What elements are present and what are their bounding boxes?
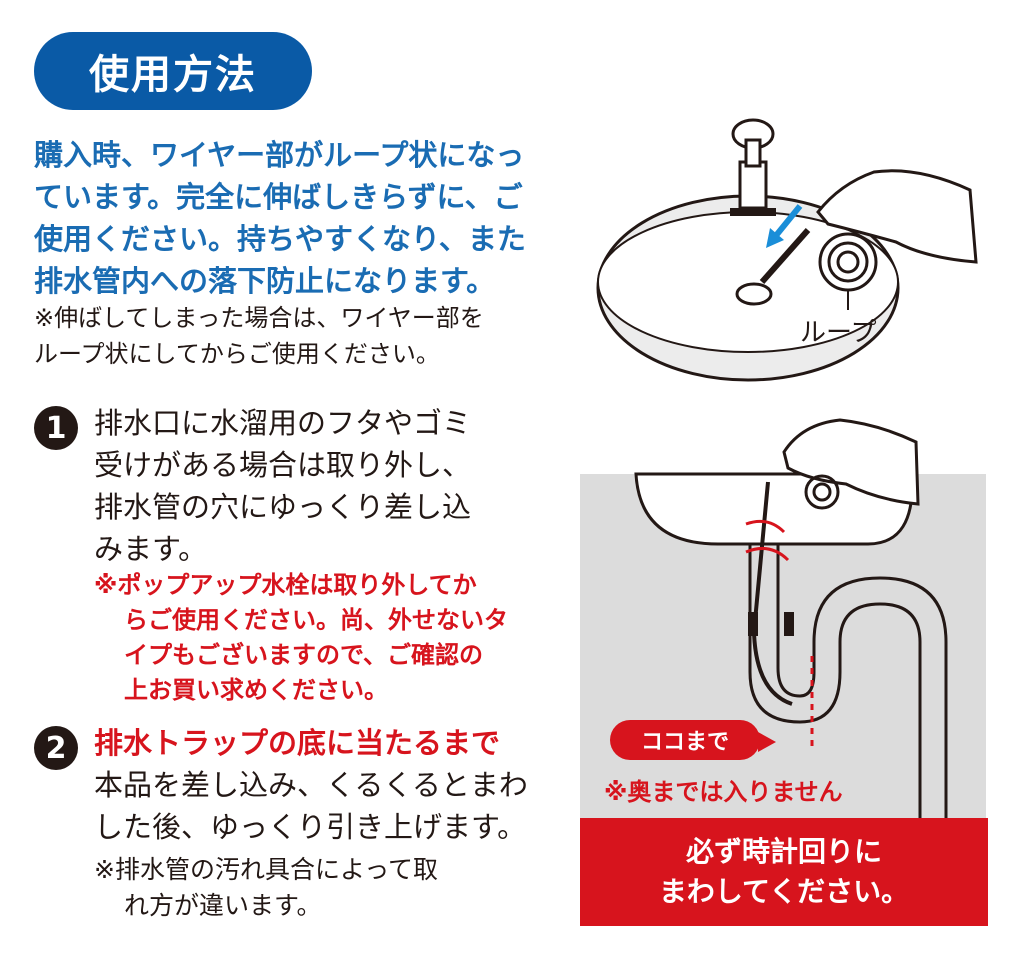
step-2-number: 2 — [34, 726, 78, 770]
step-2-line: した後、ゆっくり引き上げます。 — [94, 810, 527, 844]
intro-line: 購入時、ワイヤー部がループ状になっ — [34, 138, 525, 172]
warning-line: 上お買い求めください。 — [124, 676, 388, 704]
usage-illustration — [580, 118, 986, 924]
banner-line: 必ず時計回りに — [685, 835, 882, 868]
step-2-note: ※排水管の汚れ具合によって取 れ方が違います。 — [94, 852, 438, 924]
intro-line: ています。完全に伸ばしきらずに、ご — [34, 180, 523, 214]
warning-line: らご使用ください。尚、外せないタ — [124, 606, 508, 634]
step-1-number: 1 — [34, 406, 78, 450]
step-1-text: 排水口に水溜用のフタやゴミ 受けがある場合は取り外し、 排水管の穴にゆっくり差し… — [94, 402, 471, 570]
intro-line: 排水管内への落下防止になります。 — [34, 264, 496, 298]
step-1-line: 排水管の穴にゆっくり差し込 — [94, 490, 472, 524]
step-2-note-line: れ方が違います。 — [124, 891, 322, 920]
warning-line: ※ポップアップ水栓は取り外してか — [94, 571, 477, 599]
sink-illustration — [596, 118, 978, 382]
step-1-line: 受けがある場合は取り外し、 — [94, 448, 472, 482]
warning-line: イプもございますので、ご確認の — [124, 641, 484, 669]
step-1-warning: ※ポップアップ水栓は取り外してか らご使用ください。尚、外せないタ イプもござい… — [94, 568, 508, 708]
callout-badge: ココまで — [610, 720, 760, 760]
intro-text: 購入時、ワイヤー部がループ状になっ ています。完全に伸ばしきらずに、ご 使用くだ… — [34, 134, 554, 302]
step-2-note-line: ※排水管の汚れ具合によって取 — [94, 855, 438, 884]
banner-line: まわしてください。 — [658, 875, 910, 908]
step-1-line: みます。 — [94, 532, 208, 566]
note-line: ※伸ばしてしまった場合は、ワイヤー部を — [34, 304, 484, 332]
step-1-line: 排水口に水溜用のフタやゴミ — [94, 406, 472, 440]
rotation-banner: 必ず時計回りに まわしてください。 — [580, 818, 988, 926]
step-2-line: 本品を差し込み、くるくるとまわ — [94, 768, 528, 802]
loop-label: ループ — [800, 318, 877, 348]
step-2-headline: 排水トラップの底に当たるまで — [94, 726, 501, 760]
note-line: ループ状にしてからご使用ください。 — [34, 340, 440, 368]
intro-note: ※伸ばしてしまった場合は、ワイヤー部を ループ状にしてからご使用ください。 — [34, 300, 554, 372]
step-2-text: 排水トラップの底に当たるまで 本品を差し込み、くるくるとまわ した後、ゆっくり引… — [94, 722, 528, 848]
intro-line: 使用ください。持ちやすくなり、また — [34, 222, 526, 256]
page-title: 使用方法 — [34, 32, 312, 110]
callout-note: ※奥までは入りません — [604, 778, 843, 806]
